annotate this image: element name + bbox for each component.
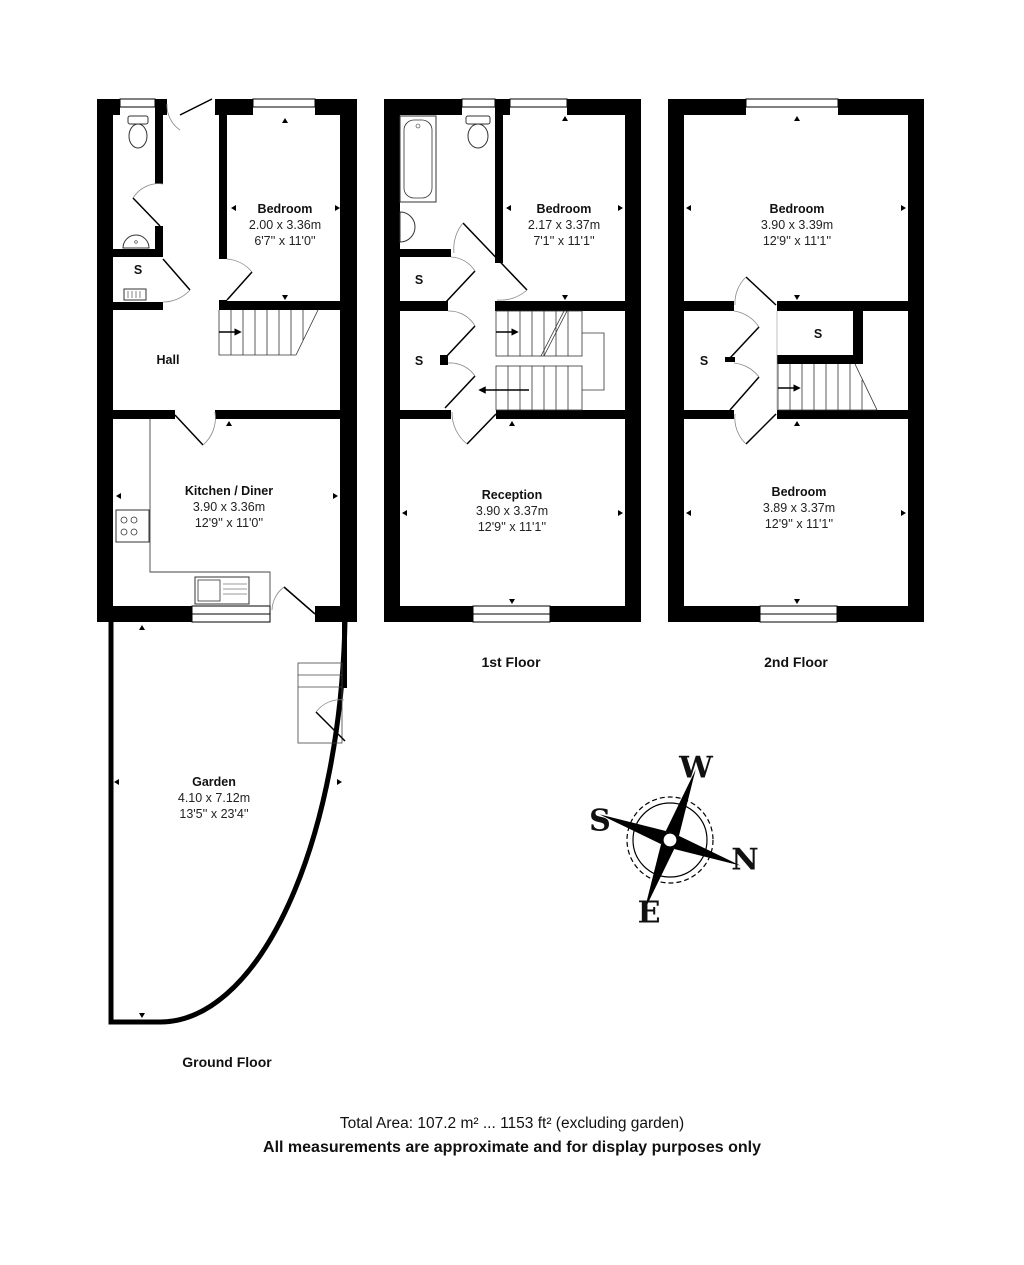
room-imperial: 12'9'' x 11'0'' (194, 516, 264, 530)
ground-floor-plan (97, 98, 357, 1025)
room-metric: 3.90 x 3.37m (475, 504, 549, 518)
room-metric: 4.10 x 7.12m (177, 791, 251, 805)
room-imperial: 12'9'' x 11'1'' (762, 234, 832, 248)
room-imperial: 6'7'' x 11'0'' (254, 234, 316, 248)
compass-west-label: W (679, 750, 713, 786)
floor-title-second: 2nd Floor (764, 654, 828, 670)
room-name: Bedroom (257, 202, 313, 216)
compass-rose (599, 769, 741, 911)
compass-east-label: E (637, 895, 661, 931)
compass-north-label: N (731, 842, 759, 878)
room-label-ground-bedroom: Bedroom 2.00 x 3.36m 6'7'' x 11'0'' (249, 201, 321, 249)
room-label-hall: Hall (157, 352, 180, 368)
floor-title-first: 1st Floor (481, 654, 541, 670)
room-name: Garden (192, 775, 236, 789)
room-label-first-bedroom: Bedroom 2.17 x 3.37m 7'1'' x 11'1'' (528, 201, 600, 249)
room-metric: 3.90 x 3.36m (192, 500, 266, 514)
storage-label: S (414, 354, 424, 368)
first-floor-plan (384, 98, 641, 623)
room-name: Bedroom (536, 202, 592, 216)
storage-label: S (414, 273, 424, 287)
room-metric: 3.89 x 3.37m (762, 501, 836, 515)
compass-south-label: S (589, 803, 611, 839)
storage-label: S (699, 354, 709, 368)
room-name: Kitchen / Diner (184, 484, 274, 498)
room-name: Bedroom (769, 202, 825, 216)
storage-label: S (133, 263, 143, 277)
room-imperial: 7'1'' x 11'1'' (533, 234, 595, 248)
room-imperial: 12'9'' x 11'1'' (477, 520, 547, 534)
floor-title-ground: Ground Floor (182, 1054, 272, 1070)
room-name: Reception (481, 488, 543, 502)
room-label-second-bedroom-rear: Bedroom 3.89 x 3.37m 12'9'' x 11'1'' (763, 484, 835, 532)
room-imperial: 12'9'' x 11'1'' (764, 517, 834, 531)
second-floor-plan (668, 98, 924, 623)
storage-label: S (813, 327, 823, 341)
room-metric: 3.90 x 3.39m (760, 218, 834, 232)
room-label-garden: Garden 4.10 x 7.12m 13'5'' x 23'4'' (178, 774, 250, 822)
room-metric: 2.17 x 3.37m (527, 218, 601, 232)
room-label-kitchen-diner: Kitchen / Diner 3.90 x 3.36m 12'9'' x 11… (185, 483, 273, 531)
room-metric: 2.00 x 3.36m (248, 218, 322, 232)
room-name: Hall (156, 353, 180, 367)
room-imperial: 13'5'' x 23'4'' (179, 807, 249, 821)
room-label-reception: Reception 3.90 x 3.37m 12'9'' x 11'1'' (476, 487, 548, 535)
total-area-text: Total Area: 107.2 m² ... 1153 ft² (exclu… (339, 1115, 685, 1132)
disclaimer-text: All measurements are approximate and for… (263, 1139, 761, 1156)
room-name: Bedroom (771, 485, 827, 499)
room-label-second-bedroom-front: Bedroom 3.90 x 3.39m 12'9'' x 11'1'' (761, 201, 833, 249)
